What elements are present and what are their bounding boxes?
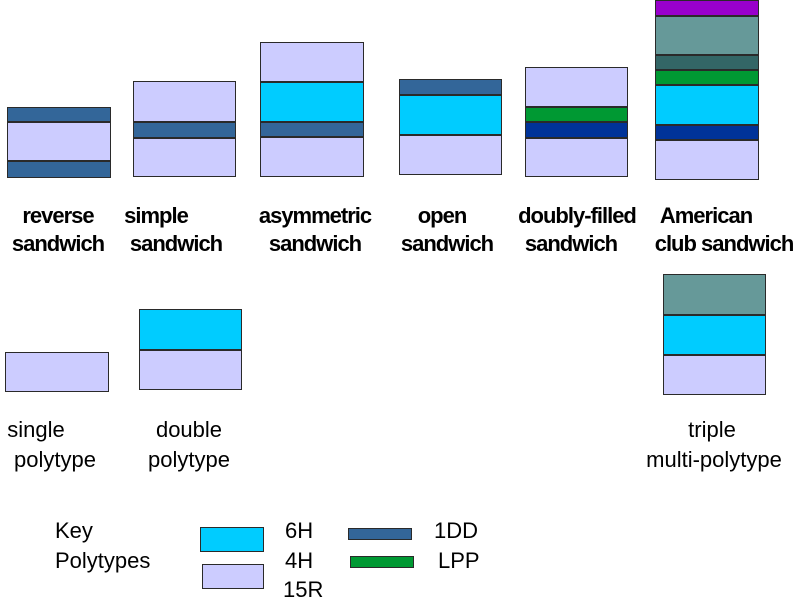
layer-lpp	[525, 107, 628, 122]
double-polytype-label: double polytype	[104, 415, 274, 475]
legend-swatch-1dd	[348, 528, 412, 540]
layer-15r	[663, 355, 766, 395]
label-line-2: club sandwich	[654, 231, 795, 256]
reverse-sandwich-label: reverse sandwich	[0, 202, 133, 258]
legend-swatch-15r	[202, 564, 264, 589]
layer-lpp	[655, 70, 759, 85]
label-line-2: sandwich	[400, 231, 494, 256]
layer-violet	[655, 0, 759, 16]
layer-15r	[133, 81, 236, 122]
legend-label-lpp: LPP	[438, 548, 480, 573]
single-polytype-stack	[5, 352, 109, 392]
simple-sandwich-stack	[133, 81, 236, 177]
label-line-2: sandwich	[129, 231, 223, 256]
layer-15r	[525, 67, 628, 107]
layer-15r	[260, 137, 364, 177]
label-line-1: American	[659, 203, 753, 228]
label-line-1: simple	[124, 203, 189, 228]
legend-swatch-lpp	[350, 556, 414, 568]
label-line-1: double	[155, 417, 223, 442]
label-line-2: sandwich	[11, 231, 105, 256]
layer-15r	[399, 135, 502, 175]
legend-label-6h: 6H	[285, 518, 314, 543]
label-line-1: single	[7, 417, 65, 442]
layer-15r	[133, 138, 236, 177]
layer-6h	[139, 309, 242, 350]
layer-1dd	[133, 122, 236, 138]
single-polytype-label: single polytype	[0, 415, 140, 475]
legend-title-line-1: Key	[55, 518, 93, 543]
legend-swatch-6h	[200, 527, 264, 552]
layer-15r	[260, 42, 364, 82]
reverse-sandwich-stack	[7, 107, 111, 178]
legend-title-line-2: Polytypes	[55, 548, 151, 573]
label-line-2: polytype	[148, 447, 230, 472]
layer-1dd	[7, 161, 111, 178]
label-line-1: asymmetric	[258, 203, 372, 228]
layer-15r	[655, 140, 759, 180]
label-line-2: polytype	[14, 447, 96, 472]
double-polytype-stack	[139, 309, 242, 390]
american-club-sandwich-label: American club sandwich	[646, 202, 800, 258]
legend-label-15r: 15R	[283, 577, 324, 602]
layer-1dd	[260, 122, 364, 137]
layer-6h	[399, 95, 502, 135]
legend-label-4h: 4H	[285, 548, 314, 573]
open-sandwich-stack	[399, 79, 502, 175]
label-line-1: open	[417, 203, 468, 228]
american-club-sandwich-stack	[655, 0, 759, 180]
triple-multi-polytype-stack	[663, 274, 766, 395]
label-line-1: reverse	[22, 203, 94, 228]
simple-sandwich-label: simple sandwich	[101, 202, 251, 258]
layer-1dd	[525, 122, 628, 138]
layer-teal	[655, 16, 759, 55]
triple-multi-polytype-label: triple multi-polytype	[629, 415, 799, 475]
layer-6h	[260, 82, 364, 122]
open-sandwich-label: open sandwich	[372, 202, 522, 258]
layer-1dd	[7, 107, 111, 122]
asymmetric-sandwich-label: asymmetric sandwich	[240, 202, 390, 258]
label-line-2: multi-polytype	[646, 447, 782, 472]
layer-teal	[663, 274, 766, 315]
layer-6h	[663, 315, 766, 355]
layer-dark-teal	[655, 55, 759, 70]
legend-label-1dd: 1DD	[434, 518, 479, 543]
layer-1dd	[399, 79, 502, 95]
layer-15r	[7, 122, 111, 161]
layer-6h	[655, 85, 759, 125]
layer-15r	[139, 350, 242, 390]
layer-15r	[5, 352, 109, 392]
layer-15r	[525, 138, 628, 177]
label-line-2: sandwich	[524, 231, 618, 256]
asymmetric-sandwich-stack	[260, 42, 364, 177]
doubly-filled-sandwich-stack	[525, 67, 628, 177]
layer-1dd	[655, 125, 759, 140]
doubly-filled-sandwich-label: doubly-filled sandwich	[502, 202, 652, 258]
label-line-1: doubly-filled	[518, 203, 637, 228]
label-line-2: sandwich	[268, 231, 362, 256]
label-line-1: triple	[688, 417, 736, 442]
